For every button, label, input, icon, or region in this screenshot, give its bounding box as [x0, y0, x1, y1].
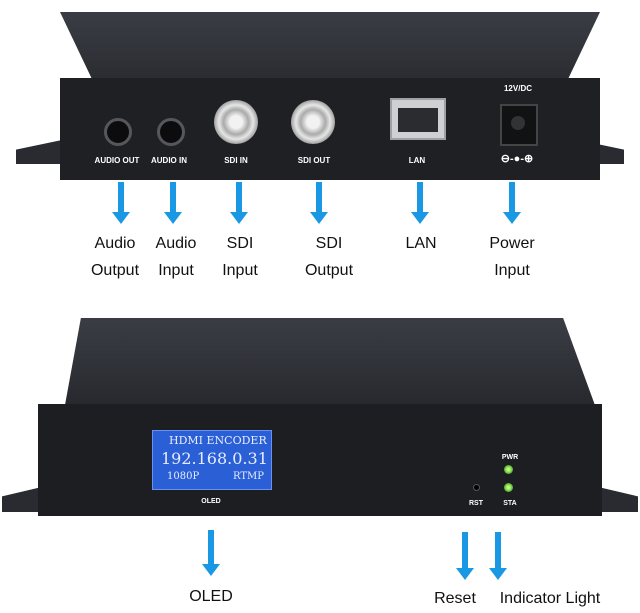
oled-line-2: 192.168.0.31 — [161, 449, 268, 468]
audio-out-jack[interactable] — [104, 118, 132, 146]
arrow-audio-input — [164, 182, 182, 224]
label-sdi-out: SDI OUT — [297, 156, 331, 165]
arrow-indicator-light — [489, 532, 507, 580]
oled-line-3-left: 1080P — [167, 471, 200, 482]
device-top-cover — [60, 12, 600, 80]
caption-lan: LAN — [405, 235, 437, 252]
label-rst: RST — [469, 500, 483, 507]
label-audio-in: AUDIO IN — [151, 156, 187, 165]
label-audio-out: AUDIO OUT — [94, 156, 140, 165]
label-lan: LAN — [408, 156, 426, 165]
power-jack[interactable] — [500, 104, 538, 146]
audio-in-jack[interactable] — [157, 118, 185, 146]
device-front-top-cover — [64, 318, 596, 408]
arrow-power-input — [503, 182, 521, 224]
caption-indicator-light: Indicator Light — [499, 590, 601, 607]
arrow-lan — [411, 182, 429, 224]
arrow-audio-output — [112, 182, 130, 224]
sdi-in-connector[interactable] — [214, 100, 258, 144]
front-panel — [38, 404, 602, 516]
power-jack-pin — [511, 116, 525, 130]
arrow-sdi-output — [310, 182, 328, 224]
arrow-oled — [202, 530, 220, 576]
sdi-out-connector[interactable] — [291, 100, 335, 144]
arrow-reset — [456, 532, 474, 580]
reset-button[interactable] — [473, 484, 480, 491]
arrow-sdi-input — [230, 182, 248, 224]
mount-flange-left — [16, 140, 62, 164]
label-sdi-in: SDI IN — [224, 156, 248, 165]
caption-oled: OLED — [189, 588, 233, 605]
polarity-symbol: ⊖-●-⊕ — [500, 153, 534, 165]
oled-line-3-right: RTMP — [233, 471, 264, 482]
oled-line-1: HDMI ENCODER — [169, 434, 267, 447]
oled-display: HDMI ENCODER 192.168.0.31 1080P RTMP — [152, 430, 272, 490]
lan-port[interactable] — [390, 98, 446, 140]
caption-reset: Reset — [434, 590, 476, 607]
label-oled: OLED — [201, 498, 221, 505]
sta-led — [504, 483, 513, 492]
lan-port-socket — [398, 108, 438, 132]
label-pwr: PWR — [501, 454, 519, 461]
label-power: 12V/DC — [503, 84, 532, 93]
label-sta: STA — [503, 500, 517, 507]
pwr-led — [504, 465, 513, 474]
